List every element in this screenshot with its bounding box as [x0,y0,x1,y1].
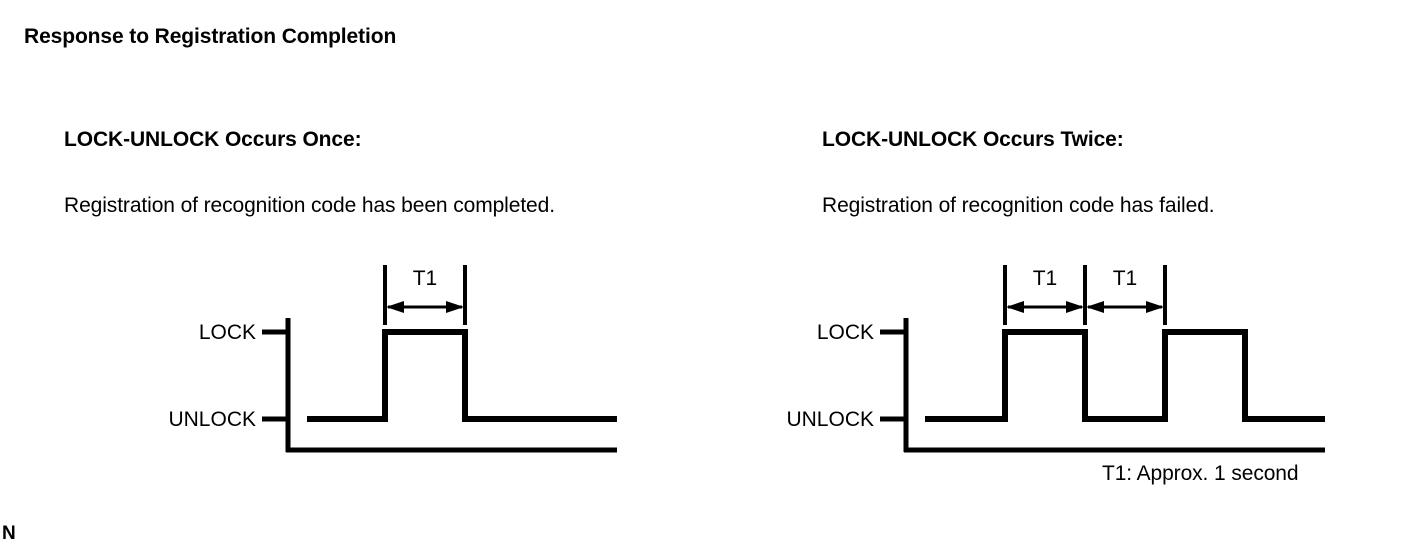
section-heading-lock-unlock-twice: LOCK-UNLOCK Occurs Twice: [822,128,1124,151]
section-body-lock-unlock-once: Registration of recognition code has bee… [64,194,555,217]
waveform-trace [925,329,1325,422]
arrow-head-right-icon-2 [1146,301,1164,313]
arrow-head-left-icon-1 [1006,301,1024,313]
dimension-label-t1-second: T1 [1113,267,1138,290]
footnote-t1-duration: T1: Approx. 1 second [1102,462,1299,485]
section-body-lock-unlock-twice: Registration of recognition code has fai… [822,194,1215,217]
arrow-head-left-icon-2 [1086,301,1104,313]
section-heading-lock-unlock-once: LOCK-UNLOCK Occurs Once: [64,128,362,151]
waveform-diagram-twice: LOCK UNLOCK T1 T1 [735,255,1340,470]
page-title: Response to Registration Completion [24,25,397,48]
arrow-head-left-icon [386,301,404,313]
page-marker: N [2,523,16,544]
waveform-trace [307,329,617,422]
dimension-label-t1: T1 [413,267,438,290]
unlock-level-label: UNLOCK [168,408,256,431]
arrow-head-right-icon [446,301,464,313]
lock-level-label: LOCK [817,321,874,344]
dimension-label-t1-first: T1 [1033,267,1058,290]
unlock-level-label: UNLOCK [786,408,874,431]
waveform-diagram-once: LOCK UNLOCK T1 [150,255,650,470]
lock-level-label: LOCK [199,321,256,344]
arrow-head-right-icon-1 [1066,301,1084,313]
